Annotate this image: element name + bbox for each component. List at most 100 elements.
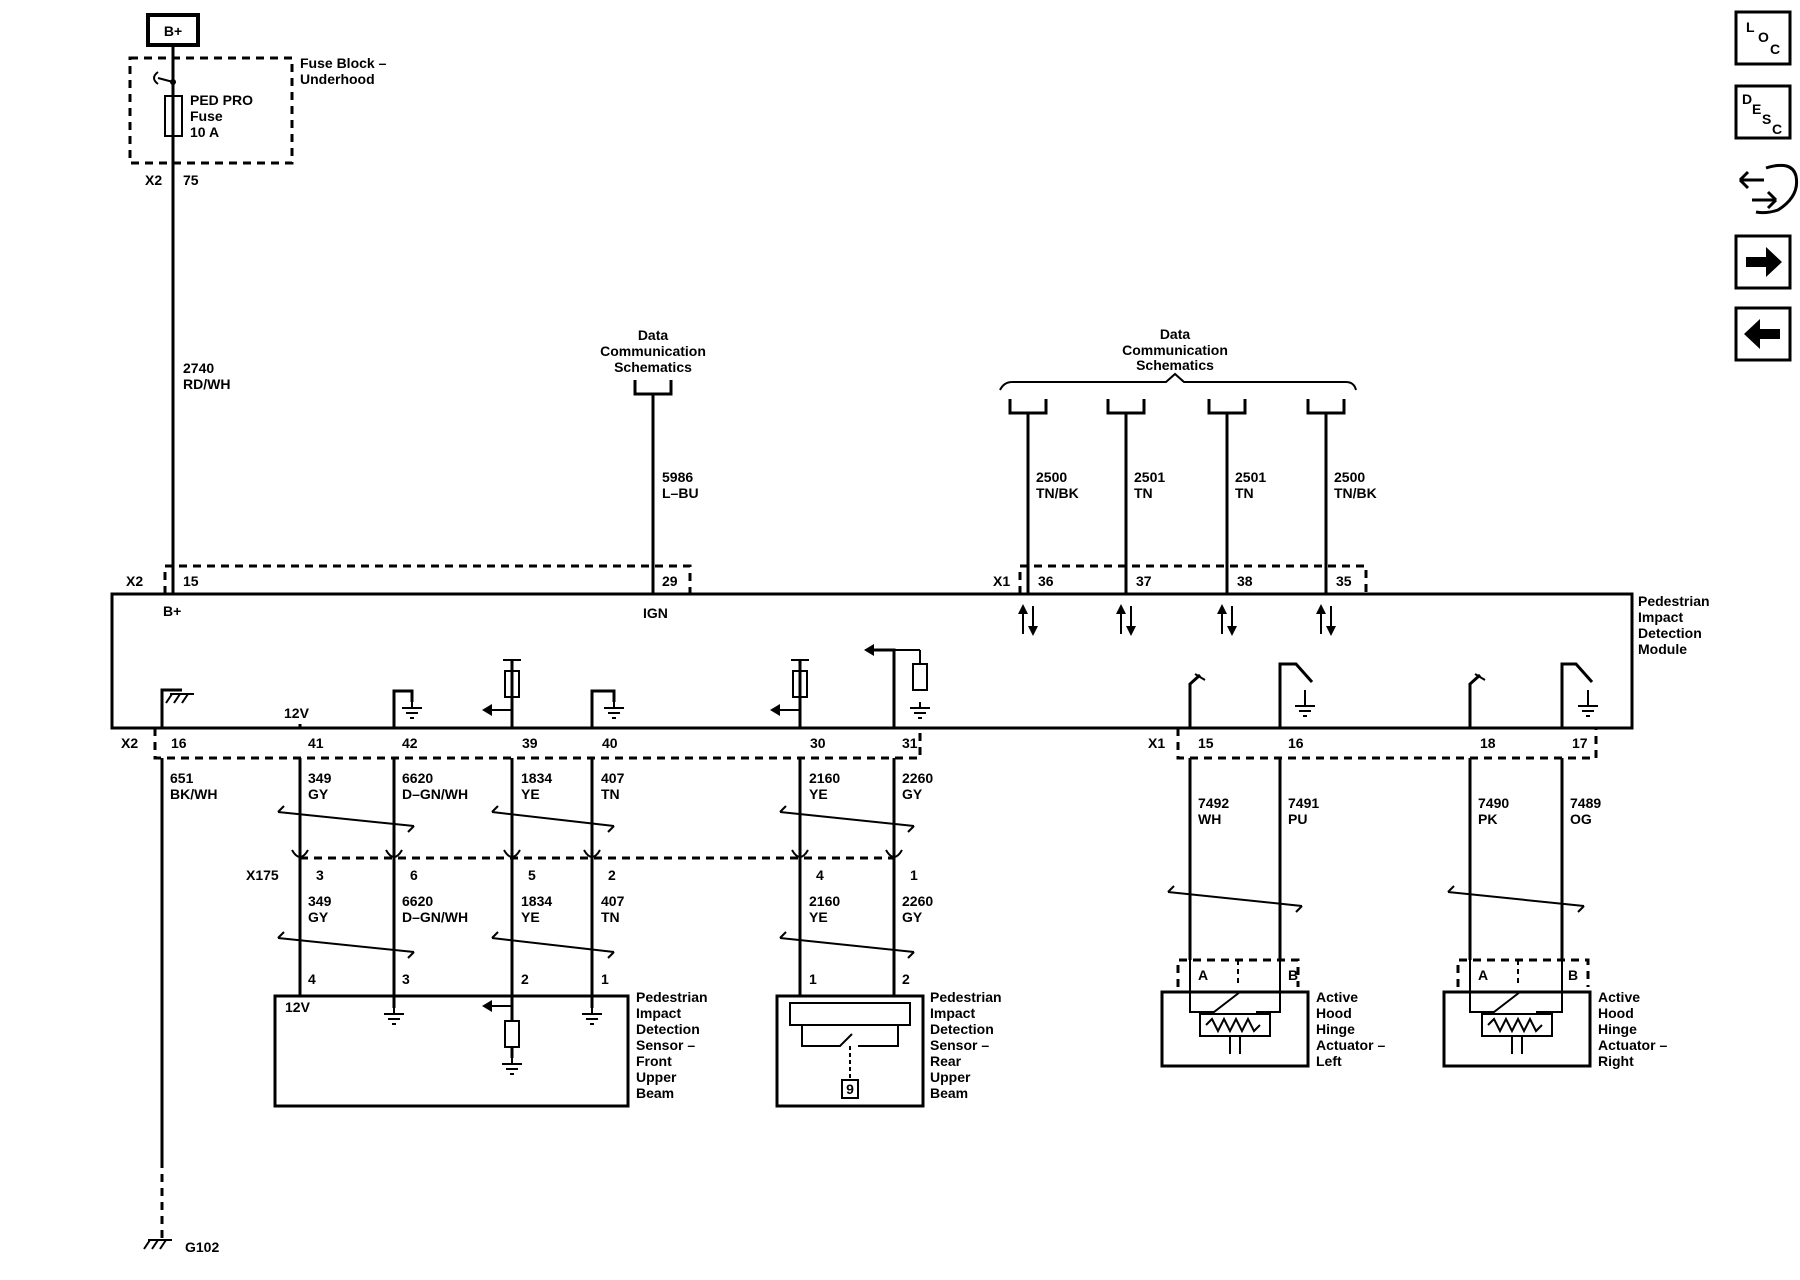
wire-1834-circuit: 1834 [521, 770, 552, 786]
wire-2501a-circuit: 2501 [1134, 469, 1165, 485]
front-sensor-name-5: Front [636, 1053, 672, 1069]
front-sensor-pin-2: 2 [521, 971, 529, 987]
power-b-plus: B+ [146, 13, 200, 58]
actuator-left-name-4: Actuator – [1316, 1037, 1385, 1053]
front-sensor-name-6: Upper [636, 1069, 677, 1085]
front-sensor-name-2: Impact [636, 1005, 681, 1021]
wire-407-circuit-2: 407 [601, 893, 625, 909]
fuse-block: Fuse Block – Underhood PED PRO Fuse 10 A… [128, 55, 387, 188]
rear-sensor-name-4: Sensor – [930, 1037, 989, 1053]
rear-sensor-pin-1: 1 [809, 971, 817, 987]
wire-2260-color-2: GY [902, 909, 923, 925]
connector-button[interactable] [1738, 163, 1799, 215]
loc-o: O [1758, 29, 1769, 45]
front-upper-beam-sensor: 4 3 2 1 12V Pedestrian Impact Detection … [273, 971, 708, 1108]
actuator-right-pin-b: B [1568, 967, 1578, 983]
b-plus-label: B+ [164, 23, 182, 39]
wire-6620-circuit: 6620 [402, 770, 433, 786]
fuse-name-1: PED PRO [190, 92, 253, 108]
wire-407-color-2: TN [601, 909, 620, 925]
wire-6620-circuit-2: 6620 [402, 893, 433, 909]
data-comm-ref-2-line2: Communication [1122, 342, 1228, 358]
front-sensor-pin-4: 4 [308, 971, 316, 987]
wire-407-circuit: 407 [601, 770, 625, 786]
wire-2160-color: YE [809, 786, 828, 802]
ground-g102-icon [143, 1239, 173, 1250]
rear-sensor-name-6: Upper [930, 1069, 971, 1085]
actuator-right-name-4: Actuator – [1598, 1037, 1667, 1053]
fuse-rating: 10 A [190, 124, 219, 140]
wire-1834-color-2: YE [521, 909, 540, 925]
actuator-left-name-2: Hood [1316, 1005, 1352, 1021]
description-button[interactable]: D E S C [1734, 84, 1792, 140]
module-name-4: Module [1638, 641, 1687, 657]
wire-2501b-circuit: 2501 [1235, 469, 1266, 485]
fuse-name-2: Fuse [190, 108, 223, 124]
wire-2501b-color: TN [1235, 485, 1254, 501]
next-button[interactable] [1734, 234, 1792, 290]
wire-349-color: GY [308, 786, 329, 802]
actuator-right-name-5: Right [1598, 1053, 1634, 1069]
x1-bottom-label: X1 [1148, 735, 1165, 751]
pin-38-top: 38 [1237, 573, 1253, 589]
data-comm-ref-1-line1: Data [638, 327, 669, 343]
wire-2260-circuit-2: 2260 [902, 893, 933, 909]
wire-2500a-color: TN/BK [1036, 485, 1079, 501]
loc-l: L [1746, 19, 1755, 35]
connector-icon [1738, 163, 1799, 215]
wire-2740-circuit: 2740 [183, 360, 214, 376]
rear-upper-beam-sensor: 1 2 9 Pedestrian Impact Detection Sensor… [775, 971, 1002, 1108]
x175-pin-4: 4 [816, 867, 824, 883]
actuator-right-name-3: Hinge [1598, 1021, 1637, 1037]
actuator-right-name-1: Active [1598, 989, 1640, 1005]
actuator-left-pin-b: B [1288, 967, 1298, 983]
data-comm-ref-2-line3: Schematics [1136, 357, 1214, 373]
rear-sensor-name-7: Beam [930, 1085, 968, 1101]
pin-15-bottom: 15 [1198, 735, 1214, 751]
previous-button[interactable] [1734, 306, 1792, 362]
ground-g102-label: G102 [185, 1239, 219, 1255]
actuator-right: A B Active Hood Hinge Actuator – Right [1442, 958, 1667, 1069]
pin-16b-bottom: 16 [1288, 735, 1304, 751]
data-comm-ref-1-line3: Schematics [614, 359, 692, 375]
location-button[interactable]: L O C [1734, 10, 1792, 66]
actuator-right-name-2: Hood [1598, 1005, 1634, 1021]
wire-7491-color: PU [1288, 811, 1307, 827]
wire-6620-color: D–GN/WH [402, 786, 468, 802]
wire-7491-circuit: 7491 [1288, 795, 1319, 811]
wire-2160-circuit: 2160 [809, 770, 840, 786]
rear-sensor-name-1: Pedestrian [930, 989, 1002, 1005]
wire-2501a-color: TN [1134, 485, 1153, 501]
bottom-connectors: X2 16 41 42 39 40 30 31 X1 15 16 18 17 [121, 728, 1598, 760]
location-icon [1734, 10, 1792, 66]
wire-7492-circuit: 7492 [1198, 795, 1229, 811]
wire-1834-circuit-2: 1834 [521, 893, 552, 909]
pin-42-bottom: 42 [402, 735, 418, 751]
x2-top-label: X2 [126, 573, 143, 589]
pin-16-bottom: 16 [171, 735, 187, 751]
module-name-2: Impact [1638, 609, 1683, 625]
front-sensor-pin-1: 1 [601, 971, 609, 987]
fuse-pin-label: 75 [183, 172, 199, 188]
wire-7489-color: OG [1570, 811, 1592, 827]
x175-pin-2: 2 [608, 867, 616, 883]
fuse-block-title-1: Fuse Block – [300, 55, 387, 71]
chassis-ground-icon [165, 693, 195, 704]
rear-sensor-name-2: Impact [930, 1005, 975, 1021]
wire-2260-circuit: 2260 [902, 770, 933, 786]
loc-c: C [1770, 41, 1780, 57]
next-arrow-icon [1746, 247, 1782, 277]
actuator-left-name-3: Hinge [1316, 1021, 1355, 1037]
pin-29-top: 29 [662, 573, 678, 589]
wire-7490-circuit: 7490 [1478, 795, 1509, 811]
rear-sensor-name-5: Rear [930, 1053, 962, 1069]
wire-2500b-color: TN/BK [1334, 485, 1377, 501]
wire-6620-color-2: D–GN/WH [402, 909, 468, 925]
front-sensor-name-4: Sensor – [636, 1037, 695, 1053]
front-sensor-name-1: Pedestrian [636, 989, 708, 1005]
wire-349-circuit-2: 349 [308, 893, 332, 909]
x175-pin-3: 3 [316, 867, 324, 883]
desc-d: D [1742, 91, 1752, 107]
wires-top: 2740 RD/WH Data Communication Schematics… [171, 58, 1377, 594]
